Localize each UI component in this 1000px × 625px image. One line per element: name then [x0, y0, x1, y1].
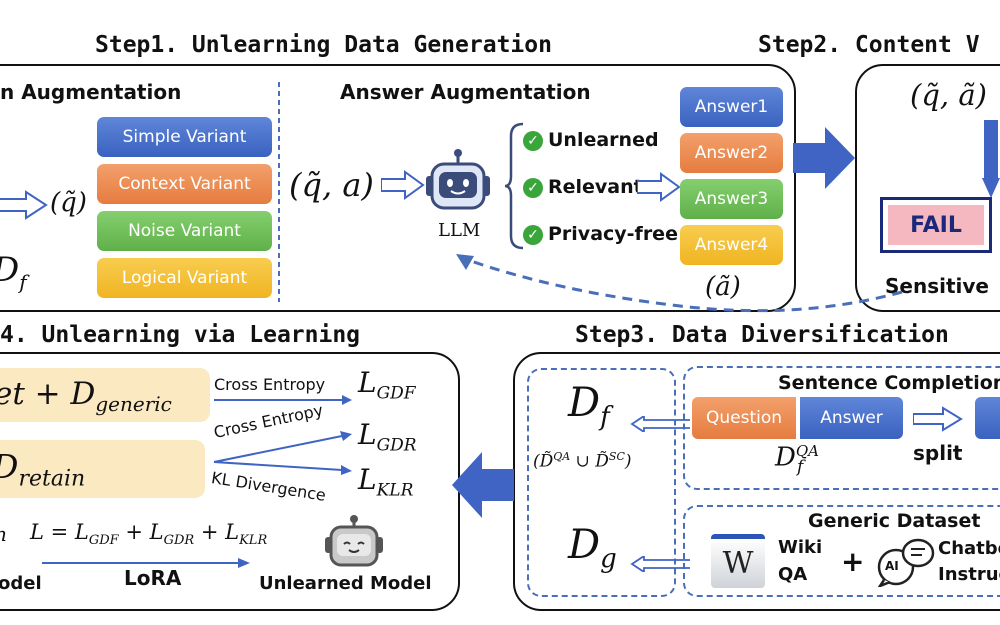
retain-label: Dretain [0, 447, 86, 492]
unlearned-robot-icon [325, 515, 383, 567]
dg-big-label: Dg [568, 522, 617, 574]
check-icon-privacy-free: ✓ [523, 225, 543, 245]
step3-left-dashbox [527, 368, 676, 597]
arrow-down-step2 [982, 120, 1000, 198]
answer-chip: Answer [800, 397, 903, 439]
check-icon-unlearned: ✓ [523, 131, 543, 151]
noise-variant-chip: Noise Variant [97, 211, 272, 251]
check-icon-relevant: ✓ [523, 178, 543, 198]
step4-title: 4. Unlearning via Learning [0, 322, 361, 348]
step4-arrows [213, 395, 352, 475]
ai-glyph: AI [885, 559, 899, 573]
answer4-chip: Answer4 [680, 225, 783, 265]
question-augmentation-title: n Augmentation [0, 80, 182, 104]
step2-title: Step2. Content V [758, 32, 980, 58]
plus-label: + [841, 545, 865, 578]
context-variant-chip: Context Variant [97, 164, 272, 204]
unlearned-model-label: Unlearned Model [259, 573, 432, 594]
hollow-arrow-to-dg-icon [630, 556, 690, 572]
simple-variant-chip: Simple Variant [97, 117, 272, 157]
arrow-step1-to-step2 [793, 127, 855, 189]
sentence-completion-title: Sentence Completion [778, 372, 1000, 394]
step1-title: Step1. Unlearning Data Generation [95, 32, 552, 58]
retain-box [0, 440, 205, 498]
forget-generic-box [0, 368, 210, 422]
df-big-label: Df [568, 380, 610, 432]
dashed-divider [278, 82, 280, 302]
hollow-arrow-llm-icon [381, 170, 425, 200]
question-chip: Question [692, 397, 796, 439]
l-gdf-label: LGDF [358, 366, 416, 404]
hollow-arrow-q-icon [0, 190, 48, 220]
l-klr-label: LKLR [358, 463, 414, 501]
hollow-arrow-to-df-icon [630, 416, 690, 432]
qa-label: QA [778, 564, 808, 585]
lora-label: LoRA [124, 566, 182, 590]
criteria-brace [505, 122, 524, 250]
split-result-chip [975, 397, 1000, 439]
sensitive-label: Sensitive [885, 274, 989, 298]
a-tilde-label: (ã) [705, 272, 741, 302]
cross-entropy-label-1: Cross Entropy [214, 375, 326, 394]
logical-variant-chip: Logical Variant [97, 258, 272, 298]
wikipedia-icon: W [711, 534, 765, 588]
criterion-relevant: Relevant [548, 176, 643, 198]
fail-box: FAIL [880, 197, 992, 253]
answer1-chip: Answer1 [680, 87, 783, 127]
answer2-chip: Answer2 [680, 133, 783, 173]
q-tilde-label: (q̃) [50, 188, 87, 218]
chatbot-label: Chatbo [938, 538, 1000, 559]
chatbot-ai-icon [877, 538, 935, 587]
generic-dataset-dashbox [683, 505, 1000, 597]
wikipedia-w-glyph: W [722, 546, 754, 581]
union-label: (D̃QA ∪ D̃SC) [533, 450, 632, 472]
instruct-label: Instruc [938, 564, 1000, 585]
answer3-chip: Answer3 [680, 179, 783, 219]
feedback-dashed-arrow [456, 254, 903, 313]
answer-augmentation-title: Answer Augmentation [340, 80, 591, 104]
generic-dataset-title: Generic Dataset [808, 510, 981, 532]
robot-icon [426, 149, 490, 210]
eq-left-fragment: n [0, 522, 7, 546]
fail-label: FAIL [888, 205, 984, 245]
lora-arrow [42, 558, 250, 568]
model-label: odel [0, 573, 42, 594]
qa-input-label: (q̃, a) [289, 166, 374, 204]
qa-pair-label: (q̃, ã) [910, 78, 987, 112]
step3-title: Step3. Data Diversification [575, 322, 949, 348]
arrow-step3-to-step4 [452, 452, 514, 518]
wiki-label: Wiki [778, 537, 823, 558]
step2-panel [855, 64, 1000, 312]
criterion-unlearned: Unlearned [548, 129, 659, 151]
criterion-privacy-free: Privacy-free [548, 223, 678, 245]
llm-label: LLM [438, 220, 481, 241]
df-qa-label: DQAf [775, 442, 819, 477]
split-label: split [913, 441, 963, 465]
hollow-arrow-answers-icon [637, 172, 681, 202]
loss-equation: L = LGDF + LGDR + LKLR [30, 520, 268, 549]
hollow-arrow-split-icon [913, 406, 963, 432]
l-gdr-label: LGDR [358, 418, 417, 456]
forget-generic-label: et + Dgeneric [0, 376, 172, 417]
df-fragment: Df [0, 250, 27, 294]
